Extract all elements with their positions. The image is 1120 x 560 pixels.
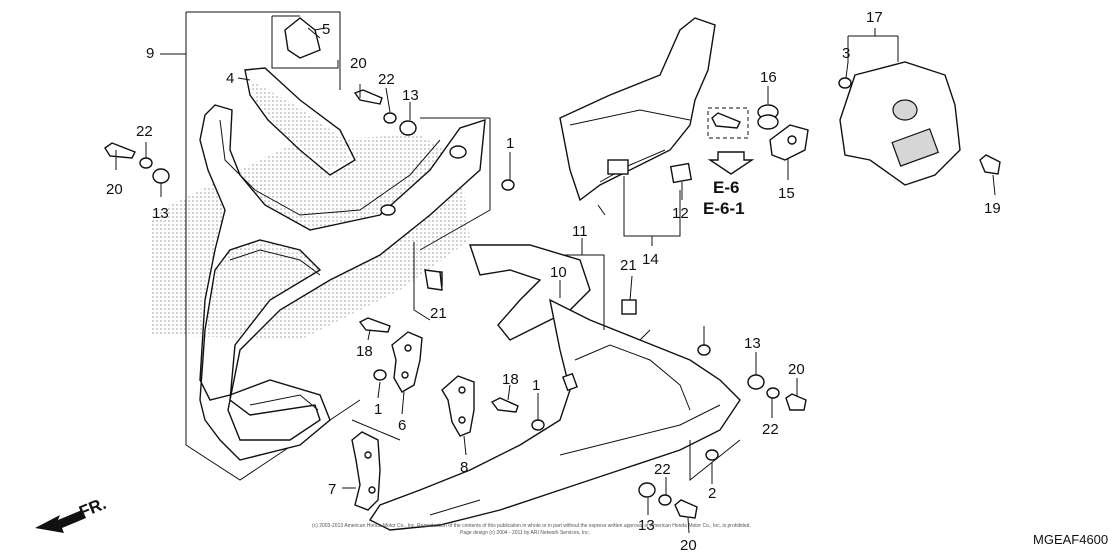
- reference-e6-1: E-6-1: [703, 199, 745, 218]
- callout-20: 20: [788, 361, 805, 378]
- callout-22: 22: [136, 123, 153, 140]
- callout-7: 7: [328, 481, 336, 498]
- callout-labels: 9 5 4 20 22 13 22 20 13 1 16 3 17 15 19 …: [106, 9, 1001, 554]
- part-17-cover: [839, 28, 961, 186]
- part-9-upper-fairing: [199, 104, 486, 461]
- part-4-inner-panel: [244, 67, 356, 176]
- callout-13: 13: [152, 205, 169, 222]
- callout-22: 22: [654, 461, 671, 478]
- callout-8: 8: [460, 459, 468, 476]
- copyright-line-2: Page design (c) 2004 - 2011 by ARI Netwo…: [460, 530, 590, 536]
- part-7-bracket: [351, 431, 381, 511]
- callout-18: 18: [356, 343, 373, 360]
- part-21-clip-upper: [424, 269, 443, 291]
- callout-9: 9: [146, 45, 154, 62]
- front-arrow: [35, 510, 86, 533]
- callout-22: 22: [762, 421, 779, 438]
- callout-11: 11: [572, 223, 588, 240]
- callout-5: 5: [322, 21, 330, 38]
- part-6-bracket: [391, 331, 423, 393]
- part-16-grommet: [757, 104, 779, 130]
- reference-e6: E-6: [713, 178, 739, 197]
- part-5-box: [271, 15, 339, 69]
- bolts: [104, 89, 1001, 519]
- callout-20: 20: [350, 55, 367, 72]
- callout-6: 6: [398, 417, 406, 434]
- callout-21: 21: [620, 257, 637, 274]
- diagram-code: MGEAF4600: [1033, 532, 1108, 547]
- callout-1: 1: [532, 377, 540, 394]
- callout-15: 15: [778, 185, 795, 202]
- callout-14: 14: [642, 251, 659, 268]
- callout-1: 1: [374, 401, 382, 418]
- callout-20: 20: [680, 537, 697, 554]
- part-10-inner-shield: [469, 244, 591, 341]
- callout-4: 4: [226, 70, 234, 87]
- callout-13: 13: [402, 87, 419, 104]
- callout-10: 10: [550, 264, 567, 281]
- callout-17: 17: [866, 9, 883, 26]
- callout-1: 1: [506, 135, 514, 152]
- callout-18: 18: [502, 371, 519, 388]
- callout-19: 19: [984, 200, 1001, 217]
- callout-13: 13: [744, 335, 761, 352]
- leader-lines: [115, 27, 996, 534]
- front-label: FR.: [76, 494, 109, 522]
- copyright-line-1: (c) 2003-2013 American Honda Motor Co., …: [312, 523, 751, 529]
- callout-16: 16: [760, 69, 777, 86]
- callout-20: 20: [106, 181, 123, 198]
- callout-3: 3: [842, 45, 850, 62]
- callout-13: 13: [638, 517, 655, 534]
- part-12-clip: [669, 162, 693, 184]
- reference-arrow: [707, 107, 755, 175]
- callout-21: 21: [430, 305, 447, 322]
- callout-2: 2: [708, 485, 716, 502]
- part-8-bracket: [441, 375, 475, 437]
- part-15-clip: [769, 124, 809, 161]
- lower-cowl: [368, 298, 741, 531]
- upper-side-shroud: [559, 17, 716, 216]
- callout-12: 12: [672, 205, 689, 222]
- callout-22: 22: [378, 71, 395, 88]
